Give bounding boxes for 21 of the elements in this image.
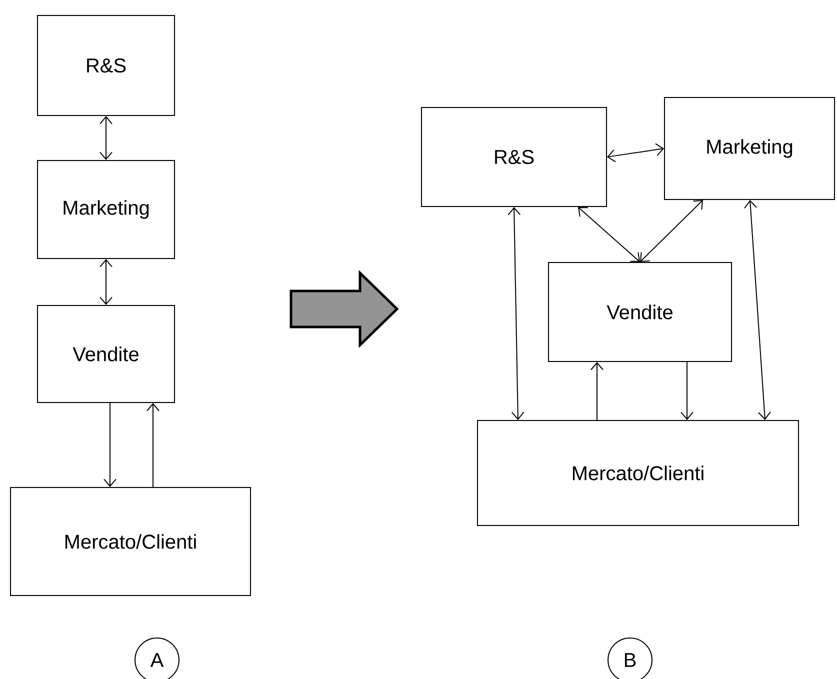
arrow [680, 362, 694, 420]
process-box: Vendite [548, 262, 732, 362]
process-box: Mercato/Clienti [477, 420, 799, 526]
arrow [640, 200, 703, 262]
arrow [508, 207, 524, 420]
arrow [146, 403, 160, 488]
arrow [590, 362, 604, 420]
arrow [744, 200, 771, 420]
arrow [578, 207, 640, 262]
arrow [100, 259, 112, 305]
arrow [100, 116, 112, 160]
process-box: Vendite [37, 305, 175, 403]
process-box: Marketing [37, 160, 175, 259]
process-box: R&S [421, 107, 607, 207]
process-box: Marketing [664, 97, 835, 200]
circled-letter: A [134, 638, 180, 679]
arrow [104, 402, 116, 487]
circled-letter: B [608, 638, 652, 679]
process-box: Mercato/Clienti [10, 487, 251, 596]
process-box: R&S [37, 15, 175, 116]
arrow [607, 143, 664, 162]
